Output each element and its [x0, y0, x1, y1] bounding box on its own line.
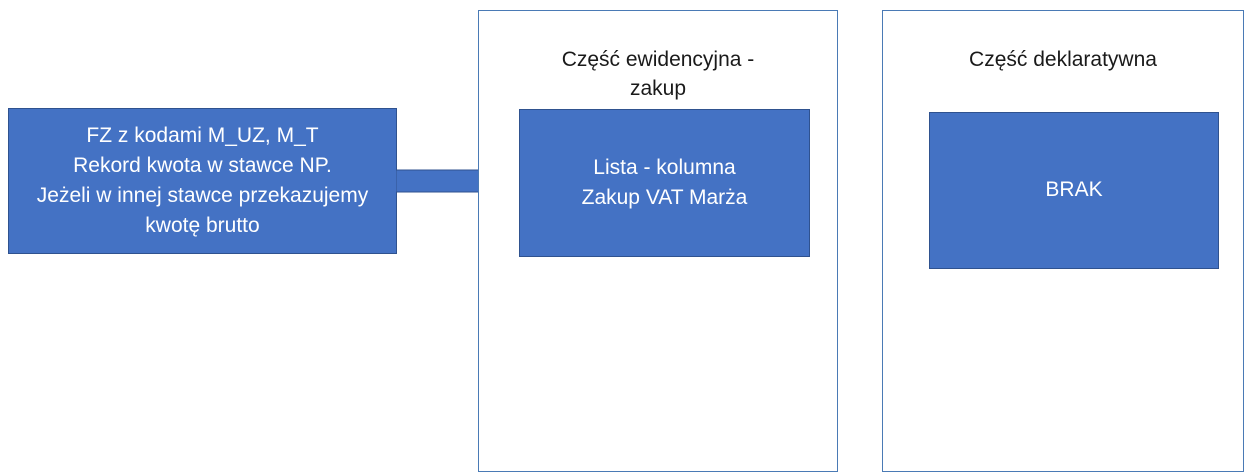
declaration-box: BRAK: [929, 112, 1219, 269]
declaration-box-text: BRAK: [1045, 178, 1103, 201]
evidence-panel: Część ewidencyjna - zakup Lista - kolumn…: [478, 10, 838, 472]
evidence-panel-title: Część ewidencyjna - zakup: [561, 48, 755, 100]
evidence-box-text: Lista - kolumna Zakup VAT Marża: [581, 156, 748, 209]
declaration-panel-title: Część deklaratywna: [969, 48, 1157, 71]
evidence-box: Lista - kolumna Zakup VAT Marża: [519, 109, 810, 257]
declaration-panel: Część deklaratywna BRAK: [882, 10, 1244, 472]
source-box-text: FZ z kodami M_UZ, M_T Rekord kwota w sta…: [36, 124, 369, 237]
source-box: FZ z kodami M_UZ, M_T Rekord kwota w sta…: [8, 108, 397, 254]
